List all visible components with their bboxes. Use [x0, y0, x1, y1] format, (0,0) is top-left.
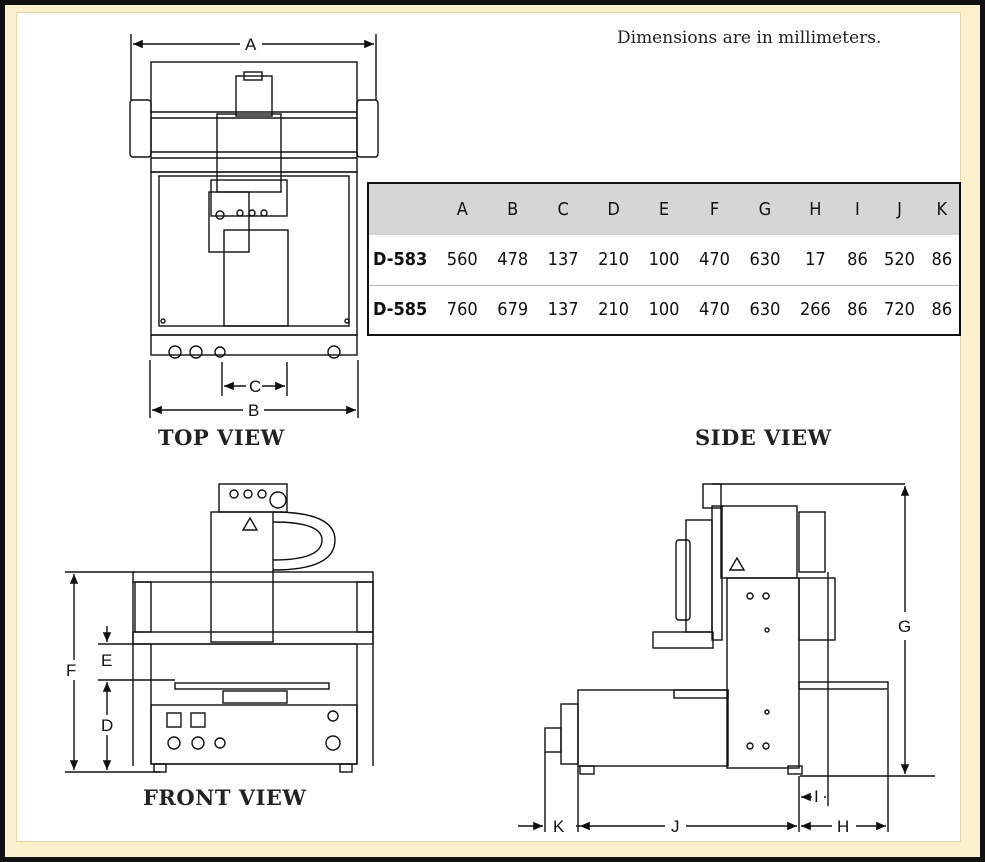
value-cell: 100 [648, 299, 680, 321]
dim-label-b: B [248, 401, 259, 420]
dim-label-f: F [66, 661, 76, 680]
column-header: C [557, 199, 569, 220]
value-cell: 86 [847, 249, 868, 271]
table-row: D-583 560 478 137 210 100 470 630 17 86 … [368, 235, 960, 285]
value-cell: 760 [446, 299, 478, 321]
top-view-drawing [129, 34, 379, 418]
value-cell: 100 [648, 249, 680, 271]
model-cell: D-585 [373, 299, 428, 321]
value-cell: 630 [749, 299, 781, 321]
value-cell: 470 [699, 249, 730, 271]
drawing-sheet [16, 12, 961, 842]
value-cell: 210 [598, 299, 630, 321]
value-cell: 137 [547, 249, 579, 271]
side-view-title: SIDE VIEW [695, 425, 832, 450]
column-header: G [758, 199, 772, 220]
column-header: K [936, 199, 948, 220]
front-view-title: FRONT VIEW [143, 785, 307, 810]
column-header: E [658, 199, 670, 220]
column-header: F [709, 199, 720, 220]
value-cell: 210 [598, 249, 630, 271]
dim-label-d: D [101, 716, 113, 735]
value-cell: 679 [497, 299, 529, 321]
column-header: D [607, 199, 620, 220]
table-row: D-585 760 679 137 210 100 470 630 266 86… [368, 285, 960, 335]
dim-label-a: A [245, 35, 257, 54]
side-view-drawing [518, 483, 935, 832]
column-header: I [855, 199, 860, 220]
column-header: B [507, 199, 519, 220]
table-header-row: A B C D E F G H I J K [368, 183, 960, 235]
value-cell: 520 [884, 249, 915, 271]
dim-label-j: J [671, 817, 680, 836]
value-cell: 470 [699, 299, 730, 321]
dim-label-e: E [101, 651, 112, 670]
value-cell: 720 [884, 299, 915, 321]
dim-label-g: G [898, 617, 911, 636]
dim-label-c: C [249, 377, 261, 396]
value-cell: 478 [497, 249, 529, 271]
value-cell: 86 [931, 299, 953, 321]
front-view-drawing [65, 483, 374, 773]
value-cell: 17 [805, 249, 826, 271]
dimension-table: A B C D E F G H I J K D-583 560 478 137 … [367, 182, 961, 336]
units-note: Dimensions are in millimeters. [617, 28, 882, 48]
value-cell: 86 [847, 299, 868, 321]
value-cell: 86 [931, 249, 953, 271]
dim-label-i: I [814, 787, 819, 806]
dim-label-h: H [837, 817, 849, 836]
value-cell: 266 [799, 299, 831, 321]
column-header: A [456, 199, 468, 220]
value-cell: 560 [446, 249, 478, 271]
column-header: H [809, 199, 822, 220]
model-cell: D-583 [373, 249, 428, 271]
dim-label-k: K [553, 817, 565, 836]
top-view-title: TOP VIEW [158, 425, 285, 450]
value-cell: 630 [749, 249, 781, 271]
value-cell: 137 [547, 299, 579, 321]
column-header: J [897, 199, 902, 220]
